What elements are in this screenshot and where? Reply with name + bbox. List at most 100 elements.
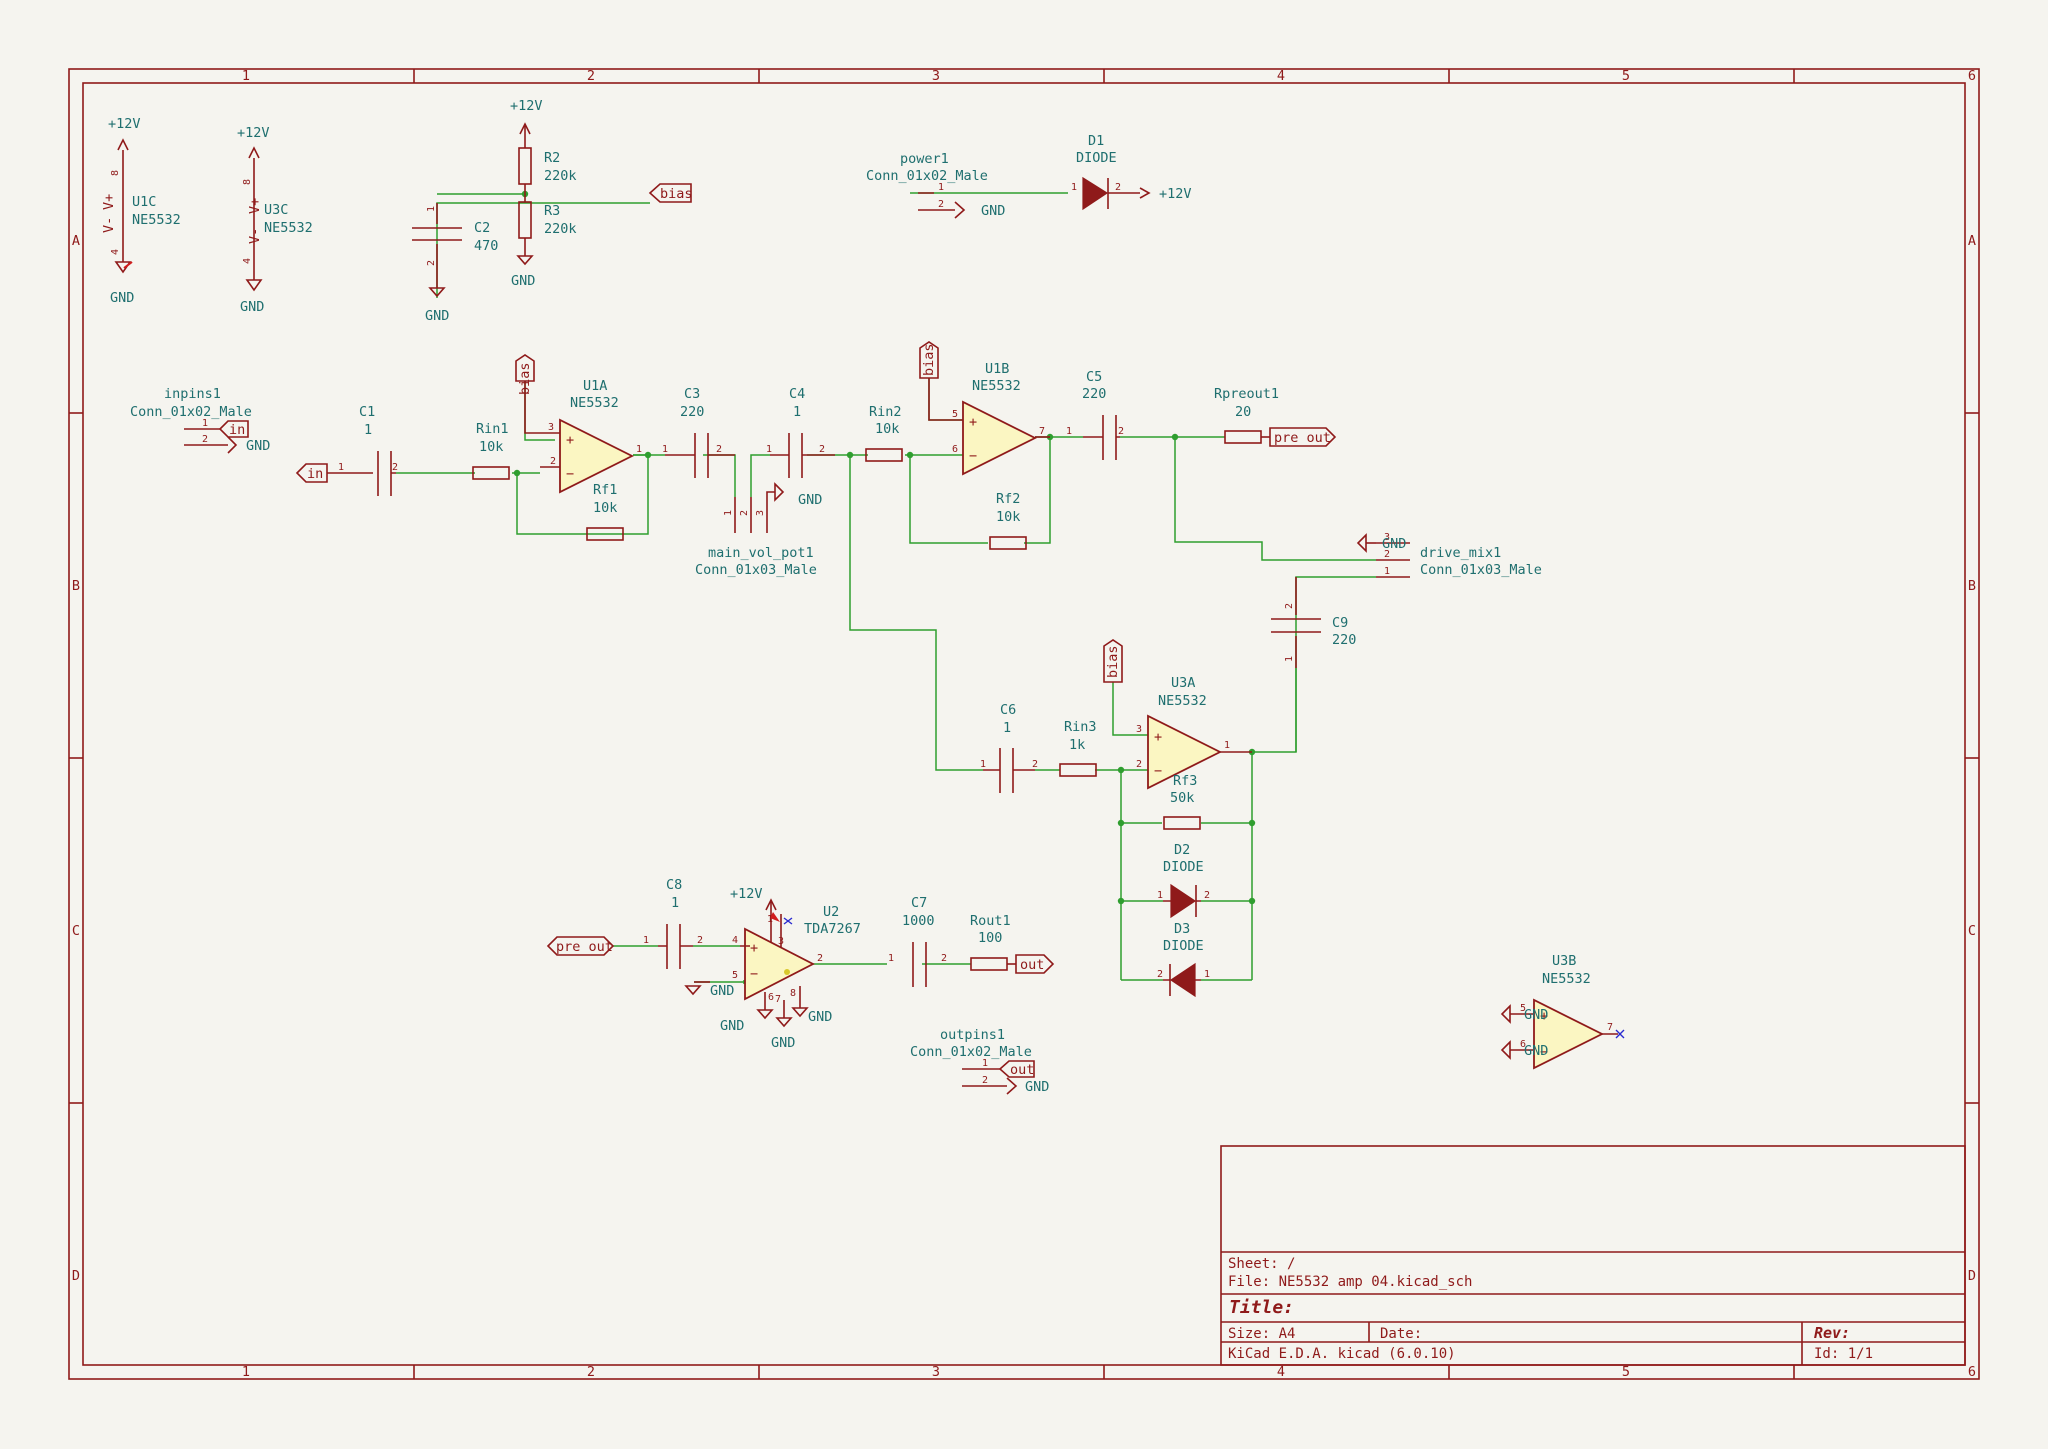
inpins1-value: Conn_01x02_Male: [130, 404, 252, 420]
gnd-label: GND: [1025, 1079, 1049, 1095]
u3c-ref: U3C: [264, 202, 288, 218]
svg-text:2: 2: [938, 199, 944, 210]
tb-sheet: Sheet: /: [1228, 1256, 1295, 1272]
svg-text:3: 3: [548, 422, 554, 433]
tb-title: Title:: [1229, 1297, 1294, 1318]
rpreout1-ref: Rpreout1: [1214, 386, 1279, 402]
bias-net-label: bias: [517, 362, 533, 395]
c8-ref: C8: [666, 877, 682, 893]
u1b-opamp[interactable]: bias + − 5 6 7 U1B NE5532: [919, 341, 1050, 476]
svg-text:7: 7: [1607, 1022, 1613, 1033]
rf3-value: 50k: [1170, 790, 1194, 806]
rf2-resistor[interactable]: Rf2 10k: [989, 491, 1027, 550]
c5-ref: C5: [1086, 369, 1102, 385]
c4-value: 1: [793, 404, 801, 420]
c9-capacitor[interactable]: 2 1 C9 220: [1271, 577, 1356, 752]
svg-text:1: 1: [980, 759, 986, 770]
svg-text:6: 6: [768, 992, 774, 1003]
svg-text:+: +: [1540, 1008, 1548, 1024]
svg-text:2: 2: [982, 1075, 988, 1086]
rin1-resistor[interactable]: Rin1 10k: [472, 421, 510, 480]
svg-text:1: 1: [938, 182, 944, 193]
rin3-value: 1k: [1069, 737, 1085, 753]
main-vol-pot1-connector[interactable]: 1 2 3 GND main_vol_pot1 Conn_01x03_Male: [695, 482, 822, 578]
rout1-resistor[interactable]: out Rout1 100: [970, 913, 1055, 974]
title-block: Sheet: / File: NE5532 amp 04.kicad_sch T…: [1220, 1145, 1966, 1366]
rin3-resistor[interactable]: Rin3 1k: [1059, 719, 1097, 777]
gnd-label: GND: [981, 203, 1005, 219]
u3b-opamp[interactable]: + − 5 6 7 GND GND U3B NE5532: [1500, 953, 1625, 1070]
c6-value: 1: [1003, 720, 1011, 736]
c4-ref: C4: [789, 386, 805, 402]
power1-value: Conn_01x02_Male: [866, 168, 988, 184]
svg-text:1: 1: [767, 914, 773, 925]
rf2-ref: Rf2: [996, 491, 1020, 507]
frame-col-label: 2: [587, 1364, 595, 1380]
d3-diode[interactable]: 2 1 D3 DIODE: [1157, 921, 1210, 998]
c8-capacitor[interactable]: pre out 1 2 C8 1: [546, 877, 703, 969]
c7-capacitor[interactable]: 1 2 C7 1000: [888, 895, 947, 987]
svg-text:1: 1: [338, 462, 344, 473]
c2-ref: C2: [474, 220, 490, 236]
svg-text:−: −: [750, 966, 758, 982]
frame-row-label: C: [1968, 923, 1976, 939]
frame-row-label: A: [72, 233, 80, 249]
u2-ref: U2: [823, 904, 839, 920]
svg-text:−: −: [1154, 763, 1162, 779]
svg-text:2: 2: [941, 953, 947, 964]
svg-text:1: 1: [202, 418, 208, 429]
r3-value: 220k: [544, 221, 577, 237]
gnd-label: GND: [798, 492, 822, 508]
c5-capacitor[interactable]: 1 2 C5 220: [1066, 369, 1124, 460]
c1-ref: C1: [359, 404, 375, 420]
c9-value: 220: [1332, 632, 1356, 648]
c4-capacitor[interactable]: 1 2 C4 1: [766, 386, 835, 478]
svg-text:2: 2: [1384, 549, 1390, 560]
d1-diode[interactable]: 1 2 D1 DIODE +12V: [1071, 133, 1192, 211]
rf3-resistor[interactable]: Rf3 50k: [1163, 773, 1201, 830]
vminus-label: V-: [247, 228, 263, 244]
power1-connector[interactable]: power1 Conn_01x02_Male 1 2 GND: [866, 151, 1005, 219]
in-net-label: in: [307, 466, 323, 482]
rin2-resistor[interactable]: Rin2 10k: [865, 404, 903, 462]
u1a-value: NE5532: [570, 395, 619, 411]
c1-capacitor[interactable]: in 1 2 C1 1: [295, 404, 398, 496]
inpins1-connector[interactable]: inpins1 Conn_01x02_Male in 1 2 GND: [130, 386, 270, 454]
bias-divider[interactable]: +12V R2 220k R3 220k GND 1 2 C2 470 GND …: [412, 98, 693, 324]
main-vol-pot1-value: Conn_01x03_Male: [695, 562, 817, 578]
svg-text:1: 1: [662, 444, 668, 455]
drive-mix1-connector[interactable]: 3 2 1 GND drive_mix1 Conn_01x03_Male: [1356, 532, 1542, 578]
u3a-ref: U3A: [1171, 675, 1195, 691]
u2-amplifier[interactable]: + − 4 5 1 3 2 6 7 8 +12V U2 TDA7267 GND …: [684, 886, 861, 1051]
c6-ref: C6: [1000, 702, 1016, 718]
rpreout1-value: 20: [1235, 404, 1251, 420]
svg-text:1: 1: [1384, 566, 1390, 577]
gnd-label: GND: [720, 1018, 744, 1034]
rpreout1-resistor[interactable]: pre out Rpreout1 20: [1214, 386, 1337, 447]
bias-net-label: bias: [660, 186, 693, 202]
c6-capacitor[interactable]: 1 2 C6 1: [980, 702, 1038, 793]
rf1-resistor[interactable]: Rf1 10k: [586, 482, 624, 541]
svg-text:5: 5: [1520, 1003, 1526, 1014]
vminus-label: V-: [101, 217, 117, 233]
vplus-label: V+: [247, 198, 263, 214]
u3a-opamp[interactable]: bias + − 3 2 1 U3A NE5532: [1103, 639, 1252, 790]
d3-ref: D3: [1174, 921, 1190, 937]
c3-capacitor[interactable]: 1 2 C3 220: [662, 386, 735, 478]
frame-row-label: D: [1968, 1268, 1976, 1284]
u1c-power-unit[interactable]: V+ V- 8 4 U1C NE5532 +12V GND: [101, 116, 181, 306]
frame-column-labels: 1 2 3 4 5 6 1 2 3 4 5 6: [242, 68, 1976, 1380]
svg-text:2: 2: [716, 444, 722, 455]
d2-diode[interactable]: 1 2 D2 DIODE: [1157, 842, 1210, 919]
u1a-opamp[interactable]: bias + − 3 2 1 U1A NE5532: [515, 354, 642, 494]
svg-text:2: 2: [550, 456, 556, 467]
rf1-value: 10k: [593, 500, 617, 516]
svg-text:2: 2: [1284, 603, 1295, 609]
svg-text:2: 2: [202, 434, 208, 445]
svg-text:6: 6: [952, 444, 958, 455]
u3c-power-unit[interactable]: V+ V- 8 4 U3C NE5532 +12V GND: [237, 125, 313, 315]
frame-col-label: 4: [1277, 68, 1285, 84]
outpins1-connector[interactable]: outpins1 Conn_01x02_Male out 1 2 GND: [910, 1027, 1049, 1095]
svg-text:2: 2: [817, 953, 823, 964]
gnd-label: GND: [425, 308, 449, 324]
